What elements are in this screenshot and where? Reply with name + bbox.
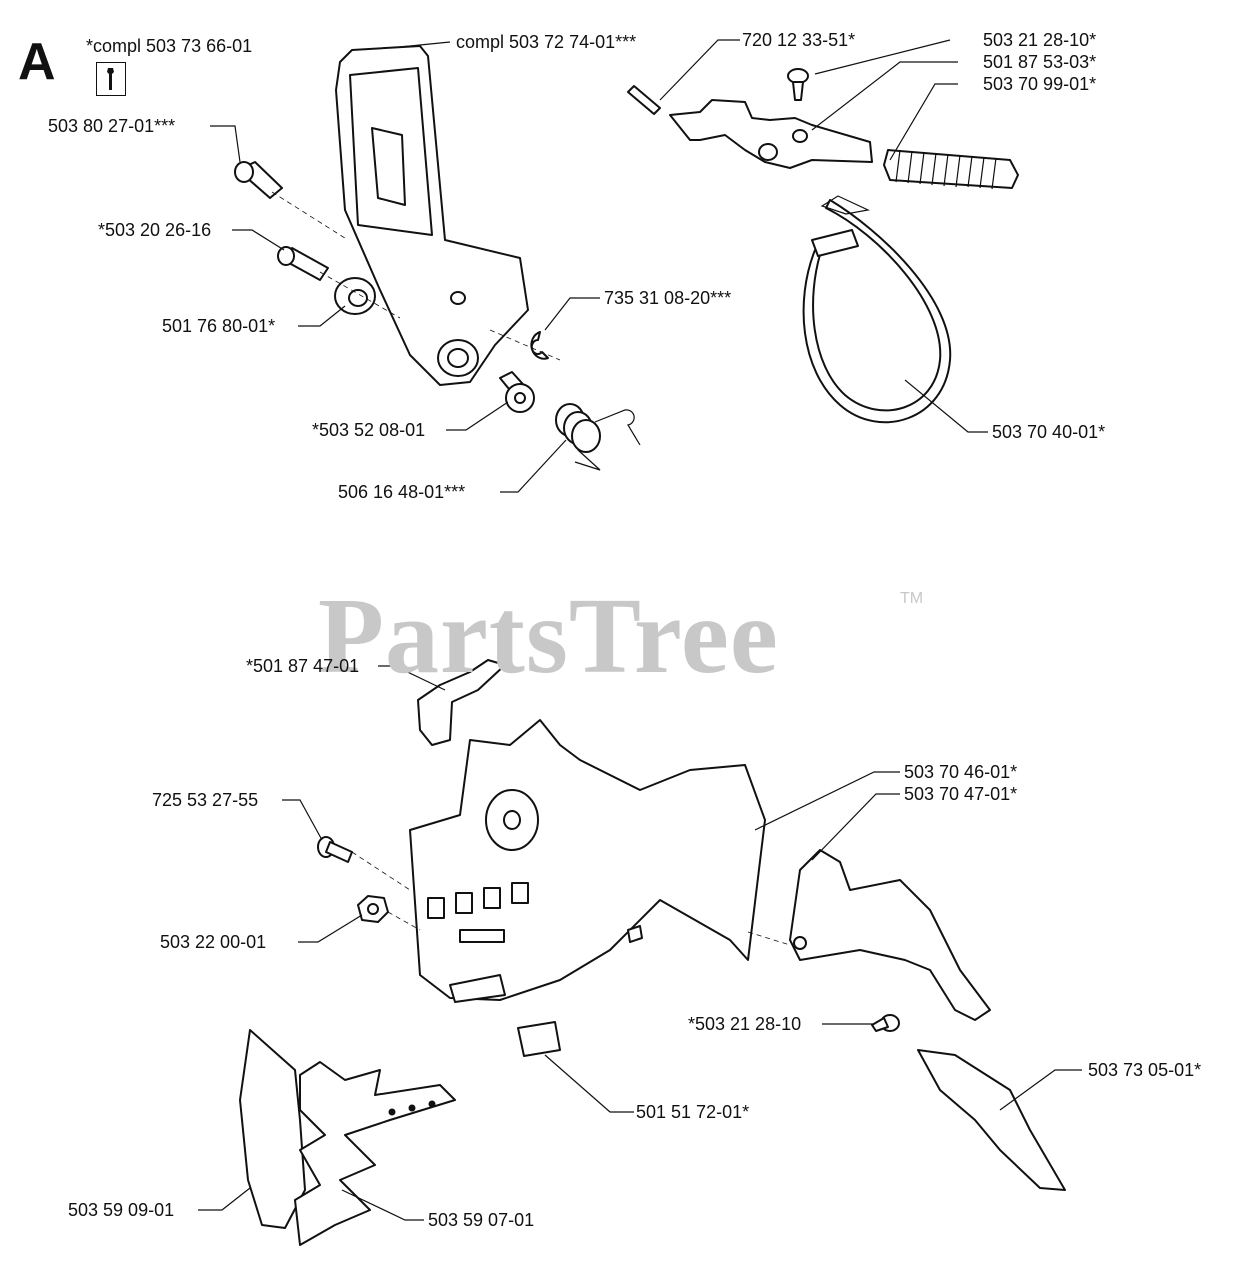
trademark: TM — [900, 590, 924, 607]
nut — [357, 895, 389, 923]
circlip — [530, 331, 549, 360]
label-brake-band: 503 70 40-01* — [992, 422, 1106, 442]
brake-lever — [669, 99, 873, 169]
label-plate-a: 503 59 09-01 — [68, 1200, 175, 1220]
label-bushing: *503 52 08-01 — [312, 420, 426, 440]
chain-guard — [789, 849, 991, 1021]
label-kit-handle: *compl 503 73 66-01 — [86, 36, 253, 56]
label-guard: 503 70 47-01* — [904, 784, 1018, 804]
label-lever: 501 87 53-03* — [983, 52, 1097, 72]
screw-top — [787, 68, 809, 101]
brake-band — [802, 195, 952, 424]
clutch-cover — [409, 719, 766, 1003]
label-bolt: 503 80 27-01*** — [48, 116, 176, 136]
label-deflector: 503 73 05-01* — [1088, 1060, 1202, 1080]
label-screw-top: 503 21 28-10* — [983, 30, 1097, 50]
label-screw-guard: *503 21 28-10 — [688, 1014, 802, 1034]
label-circlip: 735 31 08-20*** — [604, 288, 732, 308]
label-plate-b: 503 59 07-01 — [428, 1210, 535, 1230]
section-label: A — [18, 33, 56, 91]
label-screw-left: *503 20 26-16 — [98, 220, 212, 240]
shoulder-bolt — [234, 161, 283, 199]
label-screw-cover: 725 53 27-55 — [152, 790, 259, 810]
label-pin: 720 12 33-51* — [742, 30, 856, 50]
plate-a — [239, 1029, 306, 1229]
label-spring: 503 70 99-01* — [983, 74, 1097, 94]
coil-spring — [883, 149, 1019, 190]
label-felt: 501 51 72-01* — [636, 1102, 750, 1122]
watermark: PartsTree — [318, 577, 779, 696]
label-cover: 503 70 46-01* — [904, 762, 1018, 782]
screw-left — [277, 246, 329, 281]
label-nut: 503 22 00-01 — [160, 932, 267, 952]
bushing — [499, 371, 535, 413]
deflector — [917, 1049, 1066, 1191]
clip — [417, 659, 506, 746]
pin — [627, 85, 661, 115]
torsion-spring — [555, 403, 641, 471]
chain-brake-handle — [335, 45, 529, 386]
screw-guard — [871, 1014, 900, 1032]
wrench-icon — [96, 62, 126, 96]
label-torsion-spring: 506 16 48-01*** — [338, 482, 466, 502]
label-washer: 501 76 80-01* — [162, 316, 276, 336]
label-clip: *501 87 47-01 — [246, 656, 360, 676]
label-handle: compl 503 72 74-01*** — [456, 32, 637, 52]
felt-pad — [517, 1021, 561, 1057]
washer — [334, 277, 376, 315]
plate-b — [294, 1061, 456, 1246]
screw-cover — [317, 836, 353, 863]
